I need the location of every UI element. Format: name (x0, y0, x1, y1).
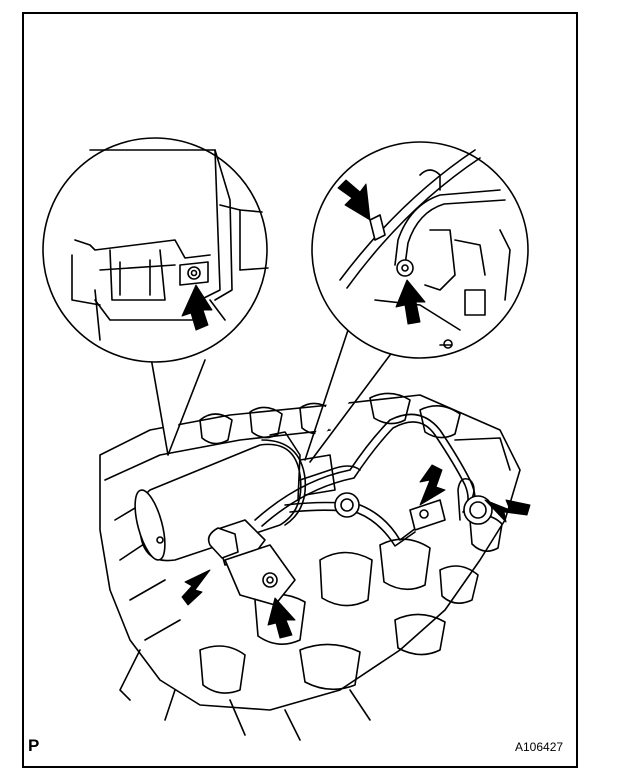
arrow-pointer-icon (181, 179, 531, 639)
corner-letter: P (28, 736, 40, 755)
engine-block (99, 392, 521, 741)
figure-code: A106427 (515, 740, 564, 754)
hoses (254, 413, 493, 547)
detail-circle-left (42, 137, 269, 456)
motor-actuator (134, 431, 336, 606)
figure-frame (22, 12, 578, 768)
